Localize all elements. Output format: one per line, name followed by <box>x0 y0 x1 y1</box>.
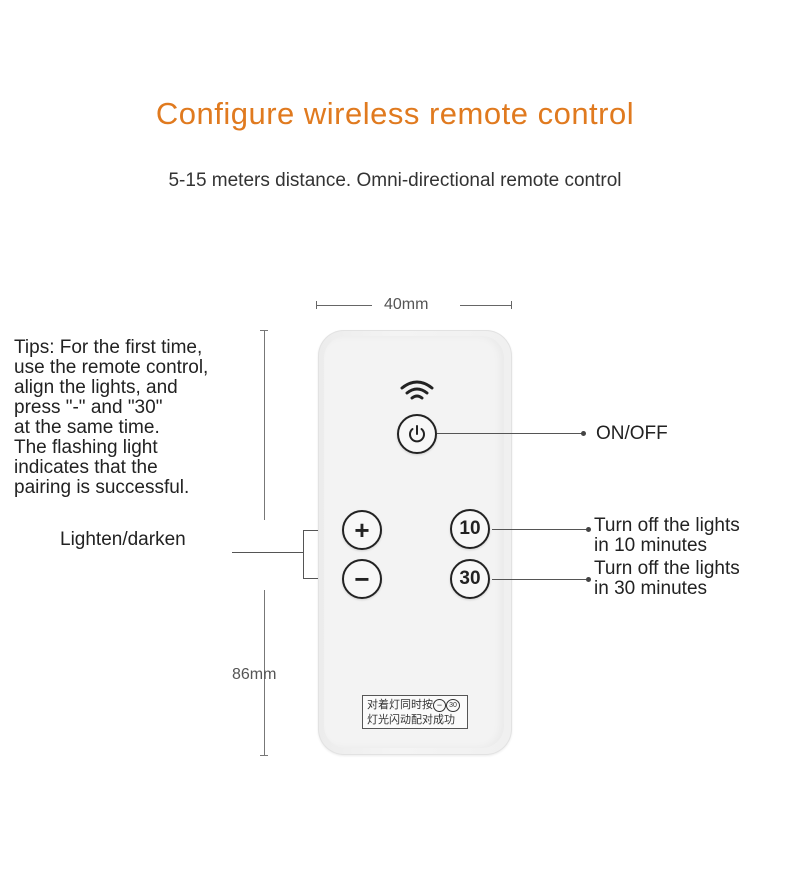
sticker-30-icon: 30 <box>446 698 460 712</box>
timer-10-button[interactable]: 10 <box>450 509 490 549</box>
brightness-connector <box>232 552 304 553</box>
plus-icon: + <box>354 514 370 545</box>
timer-10-connector-dot <box>586 527 591 532</box>
timer-10-label: 10 <box>459 518 481 539</box>
width-dim-line-right <box>460 305 512 306</box>
sticker-line-1-text: 对着灯同时按 <box>367 699 433 711</box>
brightness-bracket-vertical <box>303 530 304 579</box>
sticker-minus-icon: − <box>433 698 446 712</box>
pairing-sticker: 对着灯同时按−30 灯光闪动配对成功 <box>362 695 468 729</box>
timer-30-label: 30 <box>459 568 481 589</box>
page-title: Configure wireless remote control <box>155 96 635 131</box>
timer-30-connector <box>492 579 588 580</box>
height-dim-line-top <box>264 330 265 520</box>
timer-30-description: Turn off the lights in 30 minutes <box>594 558 740 599</box>
timer-10-connector <box>492 529 588 530</box>
brightness-label: Lighten/darken <box>60 529 186 550</box>
width-dim-tick-right <box>511 301 512 309</box>
timer-10-description: Turn off the lights in 10 minutes <box>594 515 740 556</box>
page-subtitle: 5-15 meters distance. Omni-directional r… <box>168 170 622 191</box>
timer-30-button[interactable]: 30 <box>450 559 490 599</box>
height-dim-tick-bottom <box>260 755 268 756</box>
wifi-signal-icon <box>400 380 434 400</box>
sticker-line-2: 灯光闪动配对成功 <box>367 714 455 726</box>
power-connector-dot <box>581 431 586 436</box>
brightness-down-button[interactable]: − <box>342 559 382 599</box>
power-icon <box>409 425 425 443</box>
height-dim-line-bottom <box>264 590 265 755</box>
timer-30-connector-dot <box>586 577 591 582</box>
power-button[interactable] <box>397 414 437 454</box>
width-dim-label: 40mm <box>384 296 429 313</box>
minus-icon: − <box>354 563 370 594</box>
sticker-line-1: 对着灯同时按−30 <box>367 698 463 713</box>
power-label: ON/OFF <box>596 423 668 444</box>
power-connector <box>437 433 583 434</box>
brightness-up-button[interactable]: + <box>342 510 382 550</box>
tips-text: Tips: For the first time, use the remote… <box>14 337 209 498</box>
height-dim-label: 86mm <box>232 666 277 683</box>
width-dim-line-left <box>316 305 372 306</box>
